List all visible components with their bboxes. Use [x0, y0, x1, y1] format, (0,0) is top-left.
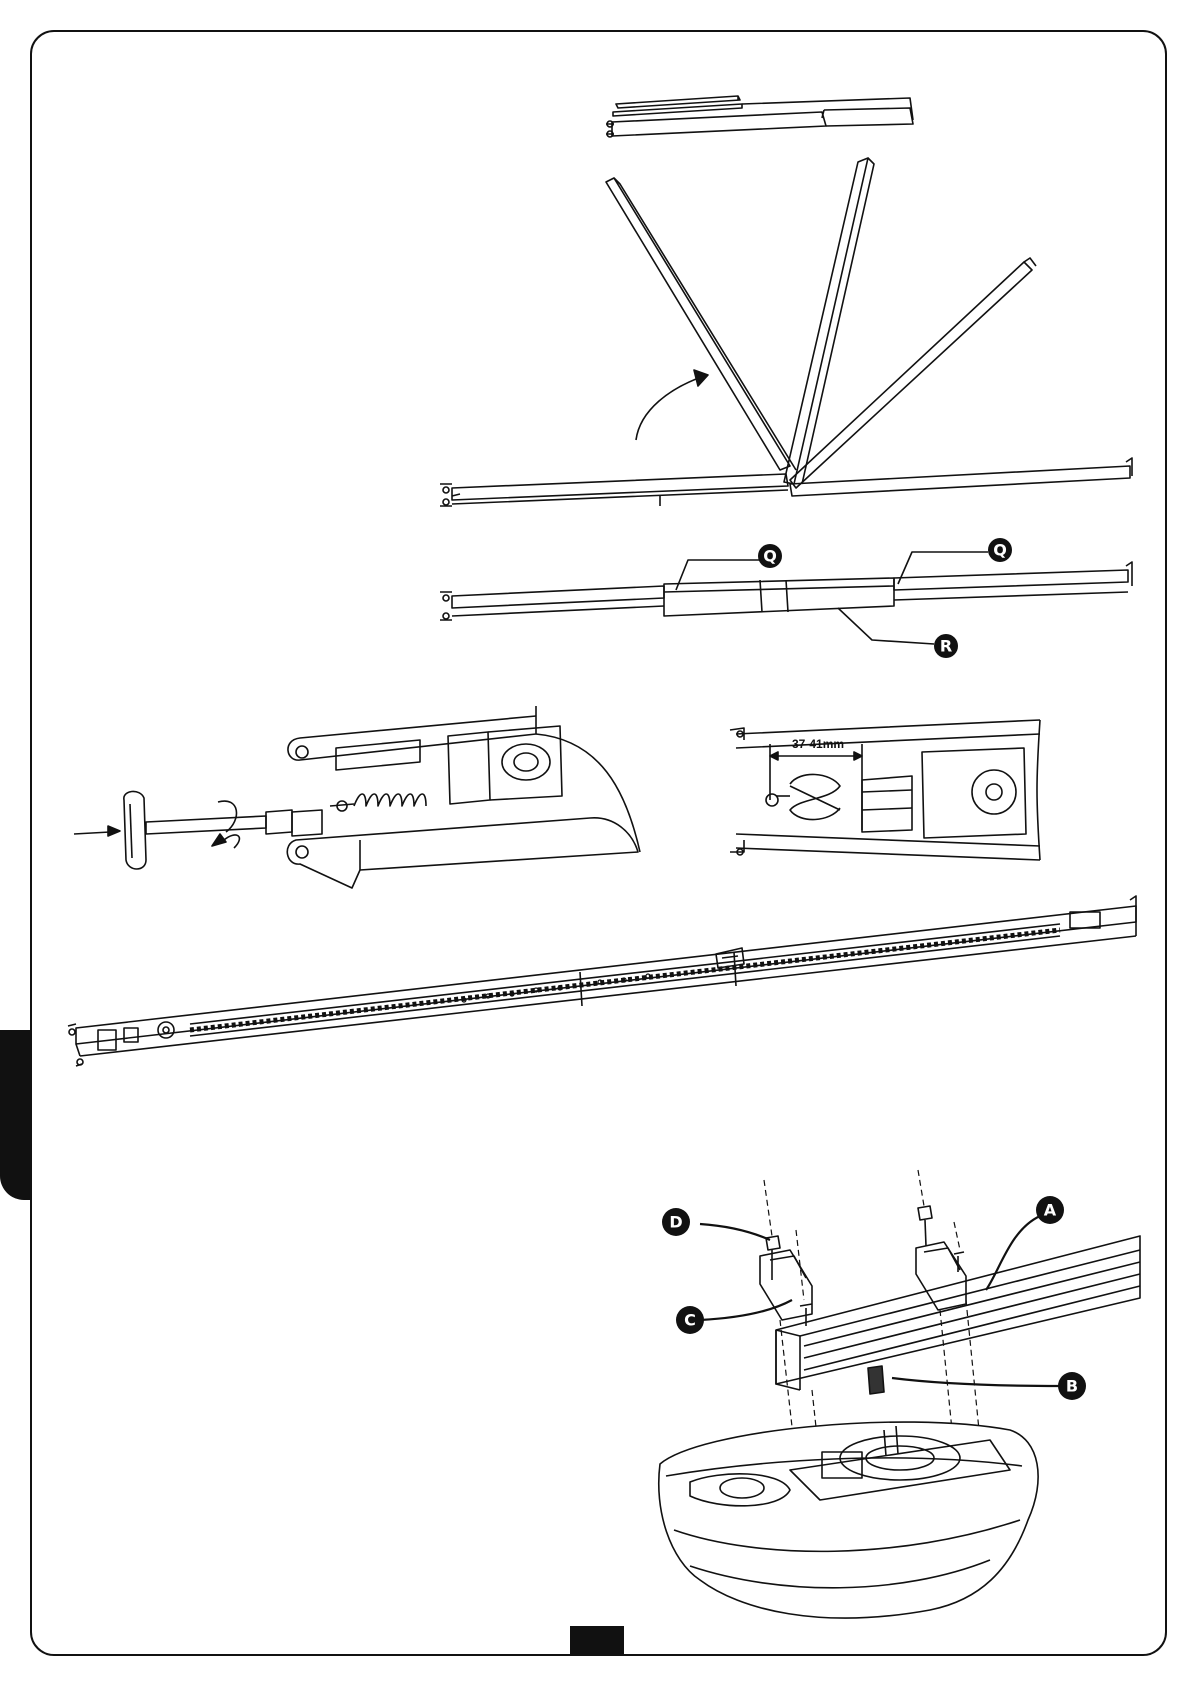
folded-rail — [606, 96, 913, 137]
callout-label: R — [940, 637, 952, 656]
dimension-label: 37-41mm — [792, 737, 844, 751]
callout-b: B — [1058, 1372, 1086, 1400]
callout-c: C — [676, 1306, 704, 1334]
callout-label: D — [669, 1213, 682, 1232]
callout-a: A — [1036, 1196, 1064, 1224]
callout-q-top-left: Q — [758, 544, 782, 568]
assembled-rail — [68, 896, 1136, 1066]
joined-rail — [440, 552, 1132, 644]
callout-label: A — [1044, 1201, 1057, 1220]
callout-d: D — [662, 1208, 690, 1236]
callout-q-top-right: Q — [988, 538, 1012, 562]
callout-label: Q — [993, 541, 1007, 560]
callout-label: C — [684, 1311, 696, 1330]
spring-measurement-detail — [730, 720, 1040, 860]
callout-label: Q — [763, 547, 777, 566]
tension-tool-detail — [74, 706, 640, 888]
callout-label: B — [1066, 1377, 1078, 1396]
unfolding-rail — [440, 158, 1132, 506]
callout-r: R — [934, 634, 958, 658]
